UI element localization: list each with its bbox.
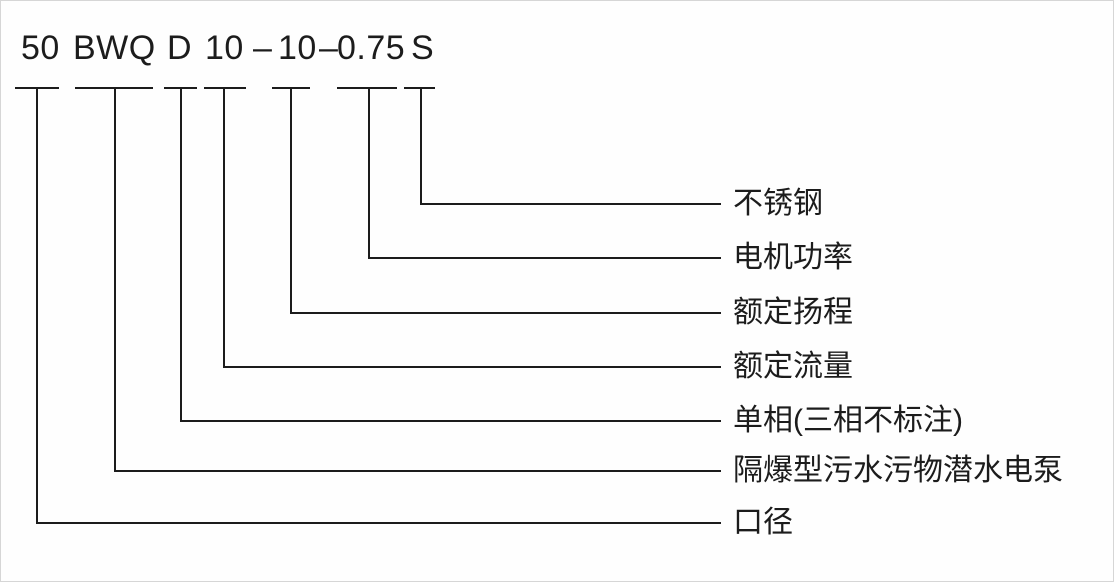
vertical-line xyxy=(180,87,182,420)
model-segment-type: BWQ xyxy=(73,29,156,67)
vertical-line xyxy=(36,87,38,522)
callout-label: 隔爆型污水污物潜水电泵 xyxy=(733,454,1063,487)
vertical-line xyxy=(290,87,292,312)
horizontal-line xyxy=(180,420,721,422)
callout-label: 不锈钢 xyxy=(733,187,823,220)
tick-line xyxy=(404,87,435,89)
tick-line xyxy=(204,87,246,89)
callout-label: 额定扬程 xyxy=(733,296,853,329)
model-segment-flow: 10 xyxy=(205,29,244,67)
horizontal-line xyxy=(223,366,721,368)
model-segment-phase: D xyxy=(167,29,193,67)
callout-label: 额定流量 xyxy=(733,350,853,383)
tick-line xyxy=(337,87,397,89)
vertical-line xyxy=(368,87,370,257)
horizontal-line xyxy=(368,257,721,259)
callout-label: 电机功率 xyxy=(733,241,853,274)
horizontal-line xyxy=(114,470,721,472)
dash-separator: – xyxy=(319,29,339,67)
horizontal-line xyxy=(290,312,721,314)
model-segment-material: S xyxy=(411,29,435,67)
callout-label: 口径 xyxy=(733,506,793,539)
dash-separator: – xyxy=(253,29,273,67)
vertical-line xyxy=(114,87,116,470)
model-segment-power: 0.75 xyxy=(337,29,406,67)
callout-label: 单相(三相不标注) xyxy=(733,404,963,437)
model-segment-head: 10 xyxy=(278,29,317,67)
model-segment-diameter: 50 xyxy=(21,29,60,67)
horizontal-line xyxy=(420,203,721,205)
vertical-line xyxy=(223,87,225,366)
vertical-line xyxy=(420,87,422,203)
horizontal-line xyxy=(36,522,721,524)
